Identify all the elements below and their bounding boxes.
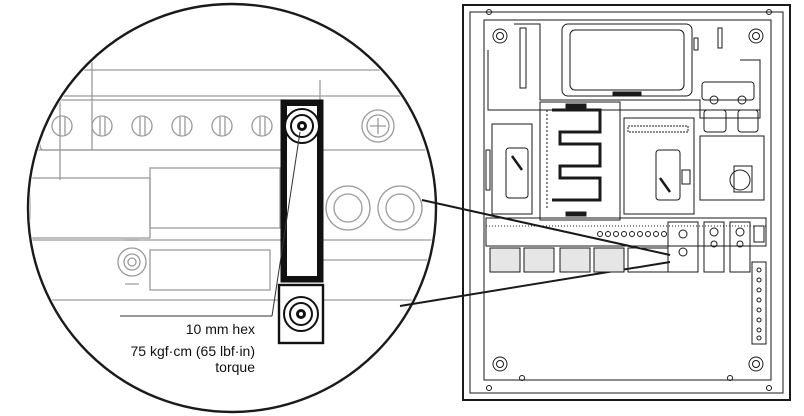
torque-word-label: torque (215, 359, 255, 375)
leader-lines (120, 131, 301, 317)
electrical-panel (462, 4, 791, 401)
hex-nut-top (284, 108, 320, 144)
hex-nut-bottom (283, 296, 319, 332)
screw-row (51, 115, 273, 137)
hex-size-label: 10 mm hex (186, 321, 255, 337)
terminal-holes (597, 231, 667, 237)
torque-value-label: 75 kgf·cm (65 lbf·in) (131, 343, 255, 359)
breaker-blocks (489, 221, 765, 273)
zoom-detail-circle: 10 mm hex 75 kgf·cm (65 lbf·in) torque (26, 2, 438, 414)
ground-bar-holes (756, 267, 762, 341)
bus-bar (277, 99, 325, 345)
